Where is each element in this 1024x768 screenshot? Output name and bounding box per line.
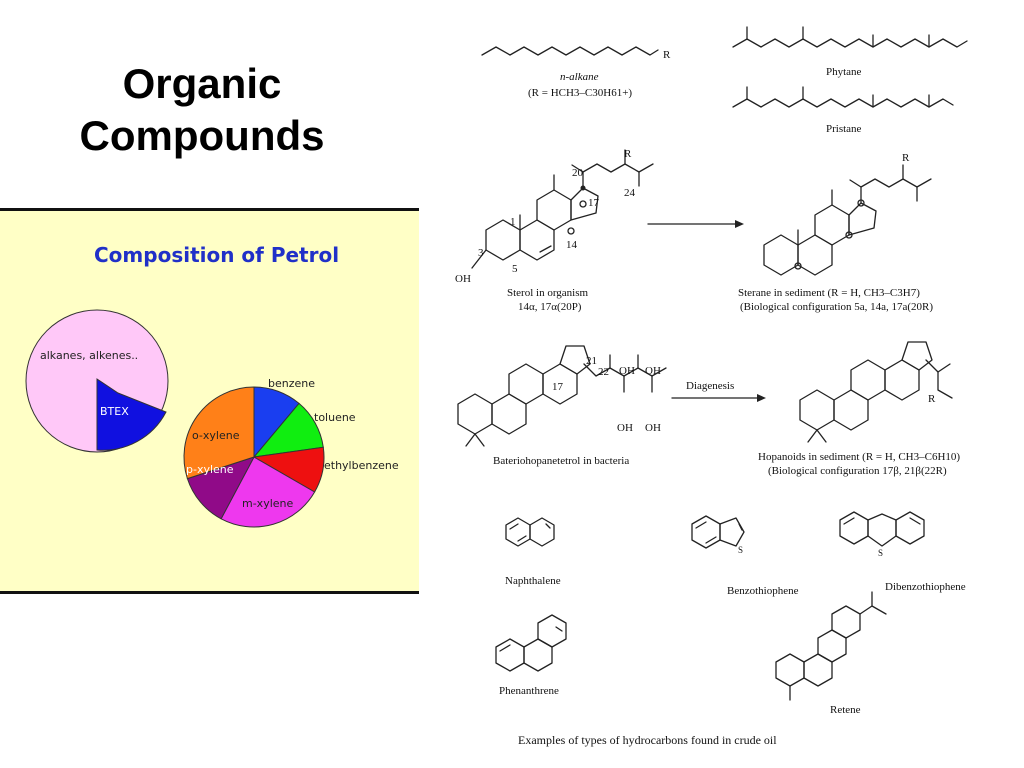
pristane-chain	[732, 98, 954, 108]
hopanoid-r-label: R	[928, 393, 936, 405]
petrol-composition-panel: Composition of Petrol alkanes, alkenes..…	[0, 208, 419, 594]
o-xylene-label: o-xylene	[192, 429, 240, 442]
sterol-structure	[471, 149, 654, 269]
slide-title-line2: Compounds	[79, 112, 325, 159]
bacterio-num-21: 21	[586, 355, 597, 367]
retene-structure	[775, 591, 887, 701]
bacterio-oh-2: OH	[645, 365, 661, 377]
hopanoid-caption-line1: Hopanoids in sediment (R = H, CH3–C6H10)	[758, 451, 960, 463]
naphthalene-label: Naphthalene	[505, 575, 561, 587]
btex-pie	[183, 386, 325, 528]
bacterio-oh-1: OH	[619, 365, 635, 377]
phenanthrene-label: Phenanthrene	[499, 685, 559, 697]
m-xylene-slice	[220, 456, 316, 528]
sterol-num-3: 3	[478, 247, 484, 259]
phenanthrene-structure	[495, 614, 567, 672]
sterol-oh-label: OH	[455, 273, 471, 285]
sterol-num-24: 24	[624, 187, 636, 199]
big-pie: alkanes, alkenes.. BTEX	[25, 309, 169, 453]
ethylbenzene-label: ethylbenzene	[324, 459, 399, 472]
hopanoid-caption-line2: (Biological configuration 17β, 21β(22R)	[768, 465, 947, 477]
pristane-label: Pristane	[826, 123, 862, 135]
dibenzothiophene-s-label: S	[878, 548, 883, 558]
sterol-num-14: 14	[566, 239, 578, 251]
sterane-caption-line1: Sterane in sediment (R = H, CH3–C3H7)	[738, 287, 920, 299]
n-alkane-formula: (R = HCH3–C30H61+)	[528, 87, 632, 99]
dibenzothiophene-label: Dibenzothiophene	[885, 581, 966, 593]
n-alkane-r-label: R	[663, 49, 671, 61]
n-alkane-label: n-alkane	[560, 71, 599, 83]
hydrocarbon-structures-figure: R n-alkane (R = HCH3–C30H61+) Phytane Pr…	[455, 26, 968, 747]
retene-label: Retene	[830, 704, 861, 716]
diagenesis-label: Diagenesis	[686, 380, 734, 392]
sterol-arrow-head	[735, 220, 744, 228]
sterol-num-17: 17	[588, 197, 600, 209]
sterol-num-5: 5	[512, 263, 518, 275]
sterol-r-label: R	[624, 148, 632, 160]
benzene-label: benzene	[268, 377, 315, 390]
toluene-label: toluene	[314, 411, 356, 424]
bacteriohopanetetrol-structure	[457, 345, 667, 447]
phytane-chain	[732, 38, 968, 48]
dibenzothiophene-structure	[839, 511, 925, 547]
btex-label: BTEX	[100, 405, 129, 418]
sterol-num-20: 20	[572, 167, 584, 179]
bacterio-num-22: 22	[598, 366, 609, 378]
petrol-pie-charts: alkanes, alkenes.. BTEX benzene toluene …	[25, 309, 399, 528]
n-alkane-chain	[481, 46, 659, 56]
naphthalene-structure	[505, 517, 555, 547]
sterane-r-label: R	[902, 152, 910, 164]
bacterio-num-17: 17	[552, 381, 564, 393]
bacterio-oh-3: OH	[617, 422, 633, 434]
sterol-caption-line1: Sterol in organism	[507, 287, 589, 299]
o-xylene-slice	[183, 386, 255, 480]
phytane-label: Phytane	[826, 66, 862, 78]
benzothiophene-structure	[691, 515, 745, 549]
m-xylene-label: m-xylene	[242, 497, 293, 510]
sterane-caption-line2: (Biological configuration 5a, 14a, 17a(2…	[740, 301, 933, 313]
sterane-structure	[763, 164, 932, 276]
c20-stereo-dot	[580, 185, 586, 191]
bacterio-caption: Bateriohopanetetrol in bacteria	[493, 455, 629, 467]
sterol-num-1: 1	[510, 216, 516, 228]
sterol-caption-line2: 14α, 17α(20P)	[518, 301, 582, 313]
btex-slice	[96, 378, 167, 451]
slide-title-line1: Organic	[122, 60, 282, 107]
diagenesis-arrow-head	[757, 394, 766, 402]
bacterio-oh-4: OH	[645, 422, 661, 434]
petrol-panel-title: Composition of Petrol	[94, 243, 340, 267]
benzothiophene-s-label: S	[738, 545, 743, 555]
figure-footer-caption: Examples of types of hydrocarbons found …	[518, 733, 777, 747]
alkanes-label: alkanes, alkenes..	[40, 349, 138, 362]
p-xylene-label: p-xylene	[186, 463, 234, 476]
benzothiophene-label: Benzothiophene	[727, 585, 799, 597]
slide-title: Organic Compounds	[52, 58, 352, 162]
hopanoid-structure	[799, 341, 953, 443]
